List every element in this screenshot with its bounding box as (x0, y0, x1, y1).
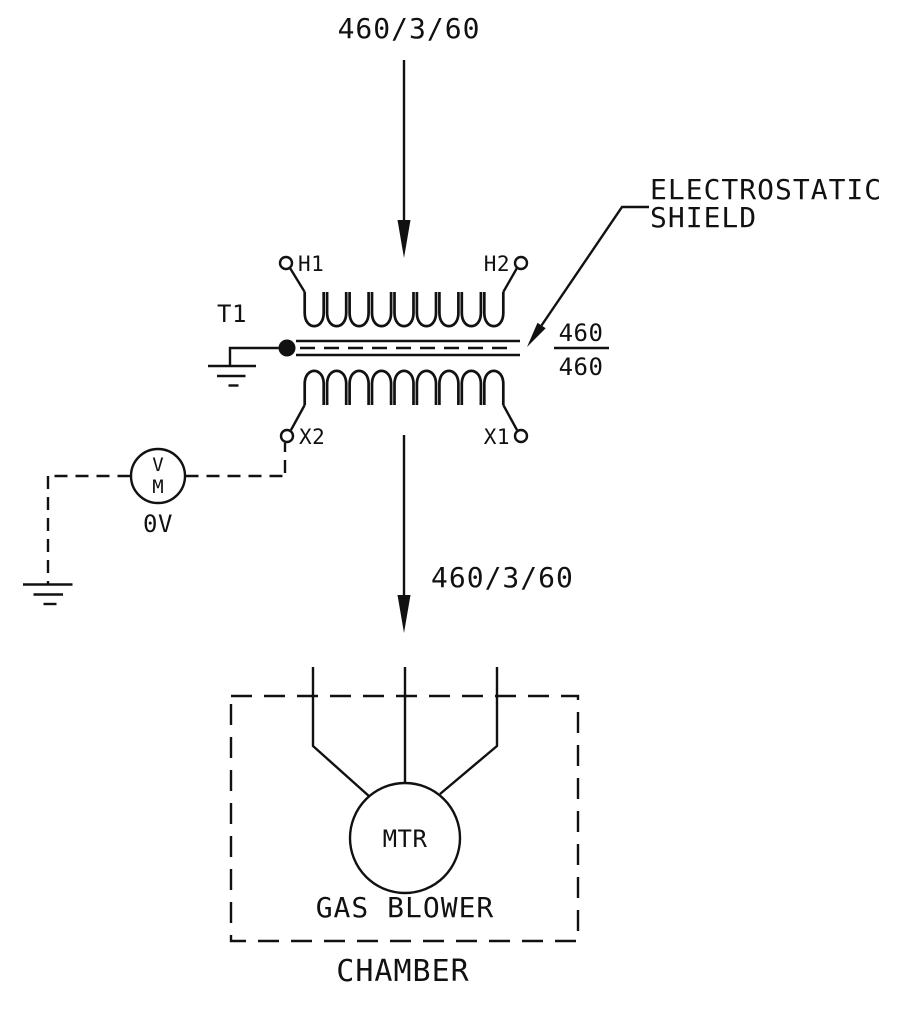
motor-feeder-left (311, 667, 371, 798)
shield-ground-icon (208, 364, 256, 387)
shield-callout-leader (540, 205, 649, 327)
voltmeter-reading: 0V (143, 510, 173, 538)
output-arrow-down-icon (397, 595, 411, 633)
transformer-designator: T1 (217, 300, 247, 328)
voltmeter-ground-icon (23, 583, 73, 606)
voltmeter-letter-m: M (152, 476, 163, 498)
terminal-label-h1: H1 (298, 252, 324, 276)
secondary-winding-coil (303, 369, 505, 405)
motor-label: MTR (383, 825, 428, 853)
shield-callout-line1: ELECTROSTATIC (650, 173, 882, 206)
terminal-label-x2: X2 (299, 425, 325, 449)
terminal-circle-h1 (278, 255, 294, 271)
shield-tap-dot (278, 339, 296, 357)
terminal-circle-x1 (513, 428, 529, 444)
shield-ground-wire (228, 346, 279, 365)
terminal-label-h2: H2 (484, 252, 510, 276)
terminal-circle-h2 (513, 255, 529, 271)
output-power-label: 460/3/60 (431, 561, 574, 594)
voltmeter-letter-v: V (152, 454, 163, 476)
chamber-label: CHAMBER (336, 954, 469, 989)
motor-caption: GAS BLOWER (316, 891, 495, 924)
motor-feeder-right (439, 667, 499, 795)
terminal-circle-x2 (279, 428, 295, 444)
voltmeter-circle (129, 447, 187, 505)
primary-winding-coil (303, 292, 505, 328)
ratio-secondary-voltage: 460 (559, 353, 604, 381)
ratio-primary-voltage: 460 (559, 319, 604, 347)
x1-lead-wire (502, 404, 519, 431)
terminal-label-x1: X1 (484, 425, 510, 449)
shield-callout-line2: SHIELD (650, 201, 757, 234)
x2-lead-wire (289, 404, 306, 431)
motor-circle (348, 781, 462, 895)
h1-lead-wire (288, 267, 306, 293)
supply-power-label: 460/3/60 (338, 12, 481, 45)
shield-callout-arrowhead-icon (527, 322, 546, 347)
h2-lead-wire (502, 267, 519, 293)
supply-arrow-down-icon (397, 220, 411, 258)
